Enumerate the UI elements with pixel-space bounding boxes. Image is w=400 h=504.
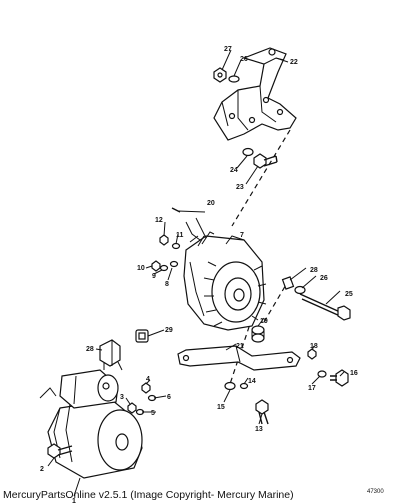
bolt-16 xyxy=(330,369,349,387)
callout-7: 7 xyxy=(240,232,244,239)
leader-lines xyxy=(47,49,345,497)
washer-24 xyxy=(242,147,254,157)
bolt-25 xyxy=(299,293,351,321)
callout-26-right: 26 xyxy=(320,275,328,282)
callout-20: 20 xyxy=(207,200,215,207)
callout-16: 16 xyxy=(350,370,358,377)
callout-29: 28 xyxy=(86,346,94,353)
callout-26-top: 26 xyxy=(240,56,248,63)
callout-21: 21 xyxy=(236,343,244,350)
callout-3: 3 xyxy=(120,394,124,401)
nut-18 xyxy=(307,348,317,360)
clip-30 xyxy=(135,329,149,343)
washer-15 xyxy=(224,381,236,391)
callout-10: 10 xyxy=(137,265,145,272)
callout-17: 17 xyxy=(308,385,316,392)
copyright-footer: MercuryPartsOnline v2.5.1 (Image Copyrig… xyxy=(3,489,294,501)
adjustment-bracket-21 xyxy=(177,345,301,371)
alternator xyxy=(183,231,267,331)
nut-28 xyxy=(213,67,227,83)
callout-8: 8 xyxy=(165,281,169,288)
washer-8 xyxy=(169,260,179,268)
washer-9 xyxy=(159,264,169,272)
callout-19: 19 xyxy=(260,318,268,325)
callout-22: 22 xyxy=(290,59,298,66)
nut-10 xyxy=(151,260,161,272)
callout-12: 12 xyxy=(155,217,163,224)
washer-26-top xyxy=(228,75,240,83)
washer-26-right xyxy=(294,285,306,295)
starter-motor xyxy=(39,369,143,479)
callout-25: 25 xyxy=(345,291,353,298)
callout-13: 13 xyxy=(255,426,263,433)
callout-23: 23 xyxy=(236,184,244,191)
callout-4: 4 xyxy=(146,376,150,383)
callout-1: 1 xyxy=(72,498,76,504)
callout-28: 27 xyxy=(224,46,232,53)
figure-number: 47300 xyxy=(367,489,384,495)
callout-24: 24 xyxy=(230,167,238,174)
upper-mounting-bracket xyxy=(213,47,297,141)
nut-4 xyxy=(141,382,151,394)
callout-9: 9 xyxy=(152,273,156,280)
callout-2: 2 xyxy=(40,466,44,473)
washer-11 xyxy=(171,242,181,250)
callout-11: 11 xyxy=(176,232,184,239)
relay-29 xyxy=(99,339,123,371)
washer-17 xyxy=(317,370,327,378)
callout-15: 15 xyxy=(217,404,225,411)
callout-27: 28 xyxy=(310,267,318,274)
callout-30: 29 xyxy=(165,327,173,334)
lockwasher-14 xyxy=(239,382,249,390)
callout-labels: 27 26 22 24 23 20 12 7 11 10 9 8 28 26 2… xyxy=(40,46,384,504)
callout-18: 18 xyxy=(310,343,318,350)
bolt-2 xyxy=(47,443,73,459)
callout-5: 5 xyxy=(151,410,155,417)
bolt-13 xyxy=(255,399,269,425)
callout-14: 14 xyxy=(248,378,256,385)
nut-3 xyxy=(127,402,137,414)
spacer-19 xyxy=(251,325,265,343)
callout-6: 6 xyxy=(167,394,171,401)
nut-12 xyxy=(159,234,169,246)
